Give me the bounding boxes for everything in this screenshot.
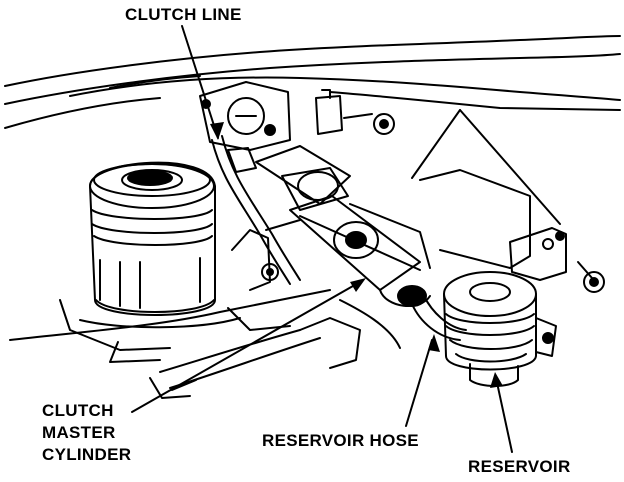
reservoir-hose	[411, 295, 467, 341]
leader-lines	[131, 25, 513, 453]
clutch-master-cylinder-label: CLUTCH MASTER CYLINDER	[42, 400, 131, 466]
leader-reservoir	[495, 377, 513, 453]
firewall-bracket	[199, 81, 395, 151]
brake-master-cylinder	[59, 161, 271, 363]
clutch-master-cylinder-label-line-3: CYLINDER	[42, 445, 132, 464]
reservoir-hose-label: RESERVOIR HOSE	[262, 431, 419, 450]
arrowhead-reservoir-hose	[428, 334, 440, 352]
lower-frame-lines	[9, 289, 401, 399]
clutch-fluid-reservoir	[443, 271, 557, 387]
clutch-line-label: CLUTCH LINE	[125, 5, 242, 24]
arrowhead-clutch-line	[210, 122, 224, 140]
clutch-master-cylinder-label-line-1: CLUTCH	[42, 401, 114, 420]
leader-master-cylinder	[131, 281, 361, 413]
body-panel-lines	[4, 35, 621, 129]
leader-clutch-line	[181, 25, 219, 139]
reservoir-label: RESERVOIR	[468, 457, 571, 476]
arrowhead-master-cylinder	[350, 278, 366, 292]
leader-reservoir-hose	[405, 339, 433, 427]
arrowhead-reservoir	[490, 372, 503, 388]
clutch-line-pipe	[211, 135, 301, 285]
clutch-master-cylinder-label-line-2: MASTER	[42, 423, 116, 442]
clutch-master-cylinder-body	[255, 145, 431, 308]
mounting-bracket	[411, 109, 605, 293]
